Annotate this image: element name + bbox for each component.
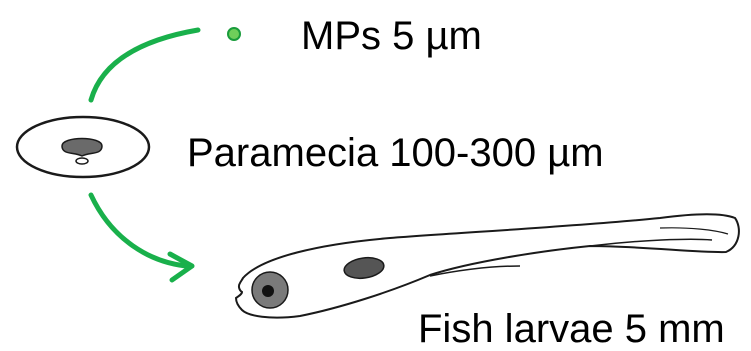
fish-larvae-label: Fish larvae 5 mm — [418, 309, 725, 349]
fish-larva-body — [236, 214, 739, 317]
arrow-mps-to-paramecia — [91, 30, 198, 100]
paramecium-nucleus — [76, 158, 88, 164]
microplastics-label: MPs 5 µm — [301, 16, 482, 56]
fish-larva-pupil — [262, 285, 274, 297]
paramecia-label: Paramecia 100-300 µm — [187, 133, 604, 173]
microplastic-particle — [228, 28, 240, 40]
